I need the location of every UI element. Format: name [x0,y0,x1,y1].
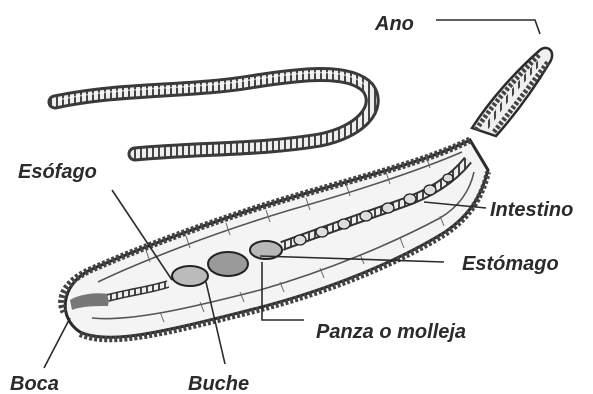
worm-tail-section [472,48,552,136]
label-boca: Boca [10,373,59,394]
whole-earthworm-illustration [55,73,372,155]
ano-leader-line [436,20,540,34]
label-estomago: Estómago [462,253,559,275]
label-buche: Buche [188,373,249,394]
boca-leader-line [44,318,70,368]
label-panza: Panza o molleja [316,321,466,343]
label-ano: Ano [374,13,414,35]
dissected-worm-body [62,140,488,339]
label-esofago: Esófago [18,161,97,183]
label-intestino: Intestino [490,199,573,221]
